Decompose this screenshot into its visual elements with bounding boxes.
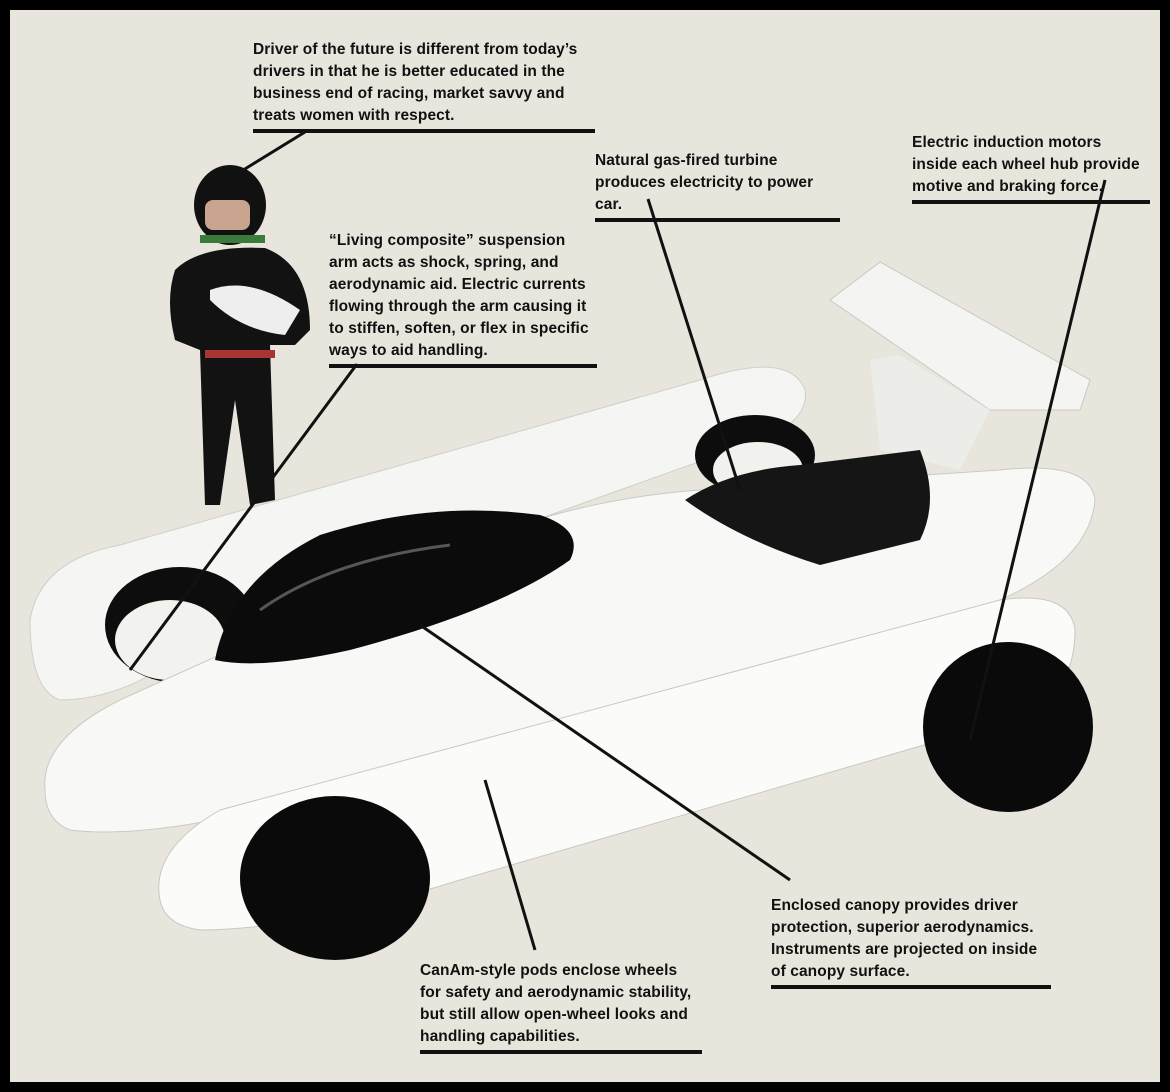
rear-right-wheel bbox=[923, 642, 1093, 812]
driver-figure bbox=[170, 165, 310, 505]
caption-canopy: Enclosed canopy provides driver protecti… bbox=[771, 895, 1051, 989]
front-right-wheel bbox=[240, 796, 430, 960]
concept-car-photo bbox=[29, 130, 1107, 960]
leader-lines bbox=[128, 130, 1107, 951]
caption-driver: Driver of the future is different from t… bbox=[253, 39, 595, 133]
caption-pods: CanAm-style pods enclose wheels for safe… bbox=[420, 960, 702, 1054]
caption-motors: Electric induction motors inside each wh… bbox=[912, 132, 1150, 204]
magazine-page: Driver of the future is different from t… bbox=[10, 10, 1160, 1082]
turbine-cover bbox=[685, 450, 930, 565]
rear-wing bbox=[829, 261, 1091, 470]
caption-suspension: “Living composite” suspension arm acts a… bbox=[329, 230, 597, 368]
canopy bbox=[215, 510, 574, 664]
caption-turbine: Natural gas-fired turbine produces elect… bbox=[595, 150, 840, 222]
